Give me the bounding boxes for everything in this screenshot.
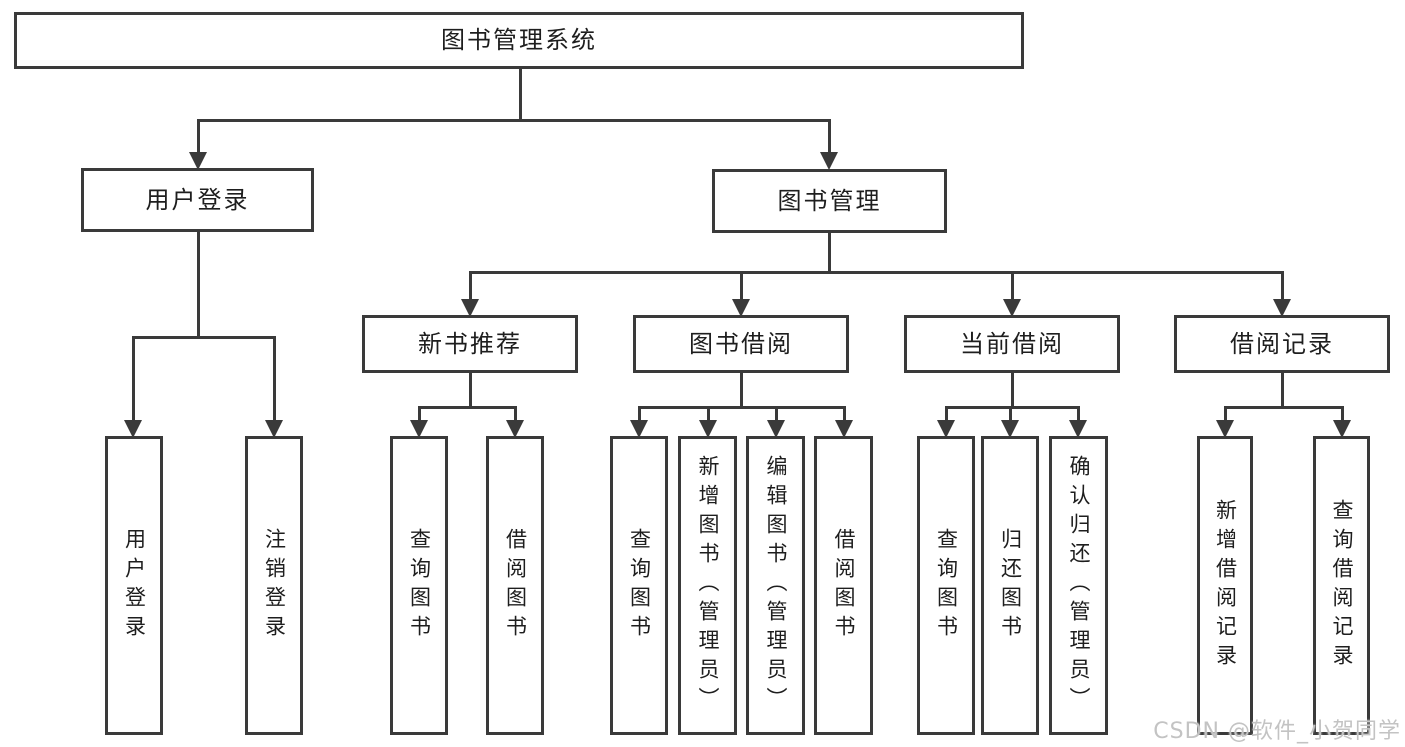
arrowhead-down-icon [937,420,955,438]
node-label-user-login-leaf: 用户登录 [122,527,147,644]
arrowhead-down-icon [189,152,207,170]
connector-line [638,407,641,428]
node-label-user-login-module: 用户登录 [145,185,250,214]
arrowhead-down-icon [1216,420,1234,438]
node-label-borrow-books-recommend: 借阅图书 [503,527,528,644]
node-label-book-management-module: 图书管理 [777,186,882,215]
connector-line [707,407,710,428]
node-confirm-return-admin: 确认归还（管理员） [1049,436,1108,735]
connector-line [469,271,1284,274]
node-borrow-books-borrowing: 借阅图书 [814,436,873,735]
arrowhead-down-icon [699,420,717,438]
node-label-query-books-recommend: 查询图书 [407,527,432,644]
node-label-add-borrow-record: 新增借阅记录 [1213,498,1238,673]
connector-line [1224,406,1344,409]
connector-line [740,272,743,307]
node-user-login-module: 用户登录 [81,168,314,232]
connector-line [197,119,831,122]
node-borrowing-records: 借阅记录 [1174,315,1390,373]
connector-line [418,407,421,428]
connector-line [418,406,517,409]
node-root-library-system: 图书管理系统 [14,12,1024,69]
connector-line [945,406,1080,409]
node-label-confirm-return-admin: 确认归还（管理员） [1067,455,1091,716]
node-label-current-borrowing: 当前借阅 [960,329,1064,358]
node-query-borrow-record: 查询借阅记录 [1313,436,1370,735]
node-label-logout-leaf: 注销登录 [262,527,287,644]
node-label-return-books: 归还图书 [998,527,1023,644]
connector-line [519,69,522,120]
node-label-query-books-borrowing: 查询图书 [627,527,652,644]
connector-line [1224,407,1227,428]
connector-line [197,232,200,337]
connector-line [740,373,743,407]
arrowhead-down-icon [820,152,838,170]
node-edit-books-admin: 编辑图书（管理员） [746,436,805,735]
node-query-books-recommend: 查询图书 [390,436,448,735]
node-label-new-book-recommend: 新书推荐 [418,329,522,358]
connector-line [1009,407,1012,428]
node-user-login-leaf: 用户登录 [105,436,163,735]
connector-line [132,337,135,428]
connector-line [197,120,200,160]
node-label-add-books-admin: 新增图书（管理员） [696,455,720,716]
arrowhead-down-icon [630,420,648,438]
arrowhead-down-icon [1333,420,1351,438]
connector-line [469,373,472,407]
connector-line [469,272,472,307]
arrowhead-down-icon [1069,420,1087,438]
node-label-query-borrow-record: 查询借阅记录 [1330,498,1354,673]
node-label-borrow-books-borrowing: 借阅图书 [832,527,856,644]
connector-line [1011,272,1014,307]
node-label-root-library-system: 图书管理系统 [441,26,597,55]
connector-line [828,120,831,160]
arrowhead-down-icon [835,420,853,438]
arrowhead-down-icon [767,420,785,438]
connector-line [514,407,517,428]
connector-line [1341,407,1344,428]
connector-line [132,336,276,339]
arrowhead-down-icon [124,420,142,438]
node-return-books: 归还图书 [981,436,1039,735]
connector-line [843,407,846,428]
node-add-books-admin: 新增图书（管理员） [678,436,737,735]
connector-line [1011,373,1014,407]
node-label-borrowing-records: 借阅记录 [1230,329,1334,358]
node-label-edit-books-admin: 编辑图书（管理员） [764,455,788,716]
connector-line [828,233,831,272]
connector-line [1281,373,1284,407]
arrowhead-down-icon [410,420,428,438]
connector-line [1077,407,1080,428]
connector-line [775,407,778,428]
connector-line [273,337,276,428]
arrowhead-down-icon [506,420,524,438]
arrowhead-down-icon [1003,299,1021,317]
node-current-borrowing: 当前借阅 [904,315,1120,373]
arrowhead-down-icon [1273,299,1291,317]
connector-line [638,406,846,409]
arrowhead-down-icon [1001,420,1019,438]
node-query-books-borrowing: 查询图书 [610,436,668,735]
arrowhead-down-icon [265,420,283,438]
node-add-borrow-record: 新增借阅记录 [1197,436,1253,735]
node-borrow-books-recommend: 借阅图书 [486,436,544,735]
arrowhead-down-icon [461,299,479,317]
node-query-books-current: 查询图书 [917,436,975,735]
node-label-book-borrowing: 图书借阅 [689,329,793,358]
arrowhead-down-icon [732,299,750,317]
connector-line [1281,272,1284,307]
connector-line [945,407,948,428]
node-new-book-recommend: 新书推荐 [362,315,578,373]
node-book-borrowing: 图书借阅 [633,315,849,373]
node-label-query-books-current: 查询图书 [934,527,959,644]
node-logout-leaf: 注销登录 [245,436,303,735]
node-book-management-module: 图书管理 [712,169,947,233]
csdn-watermark: CSDN @软件_小贺同学 [1153,719,1401,744]
